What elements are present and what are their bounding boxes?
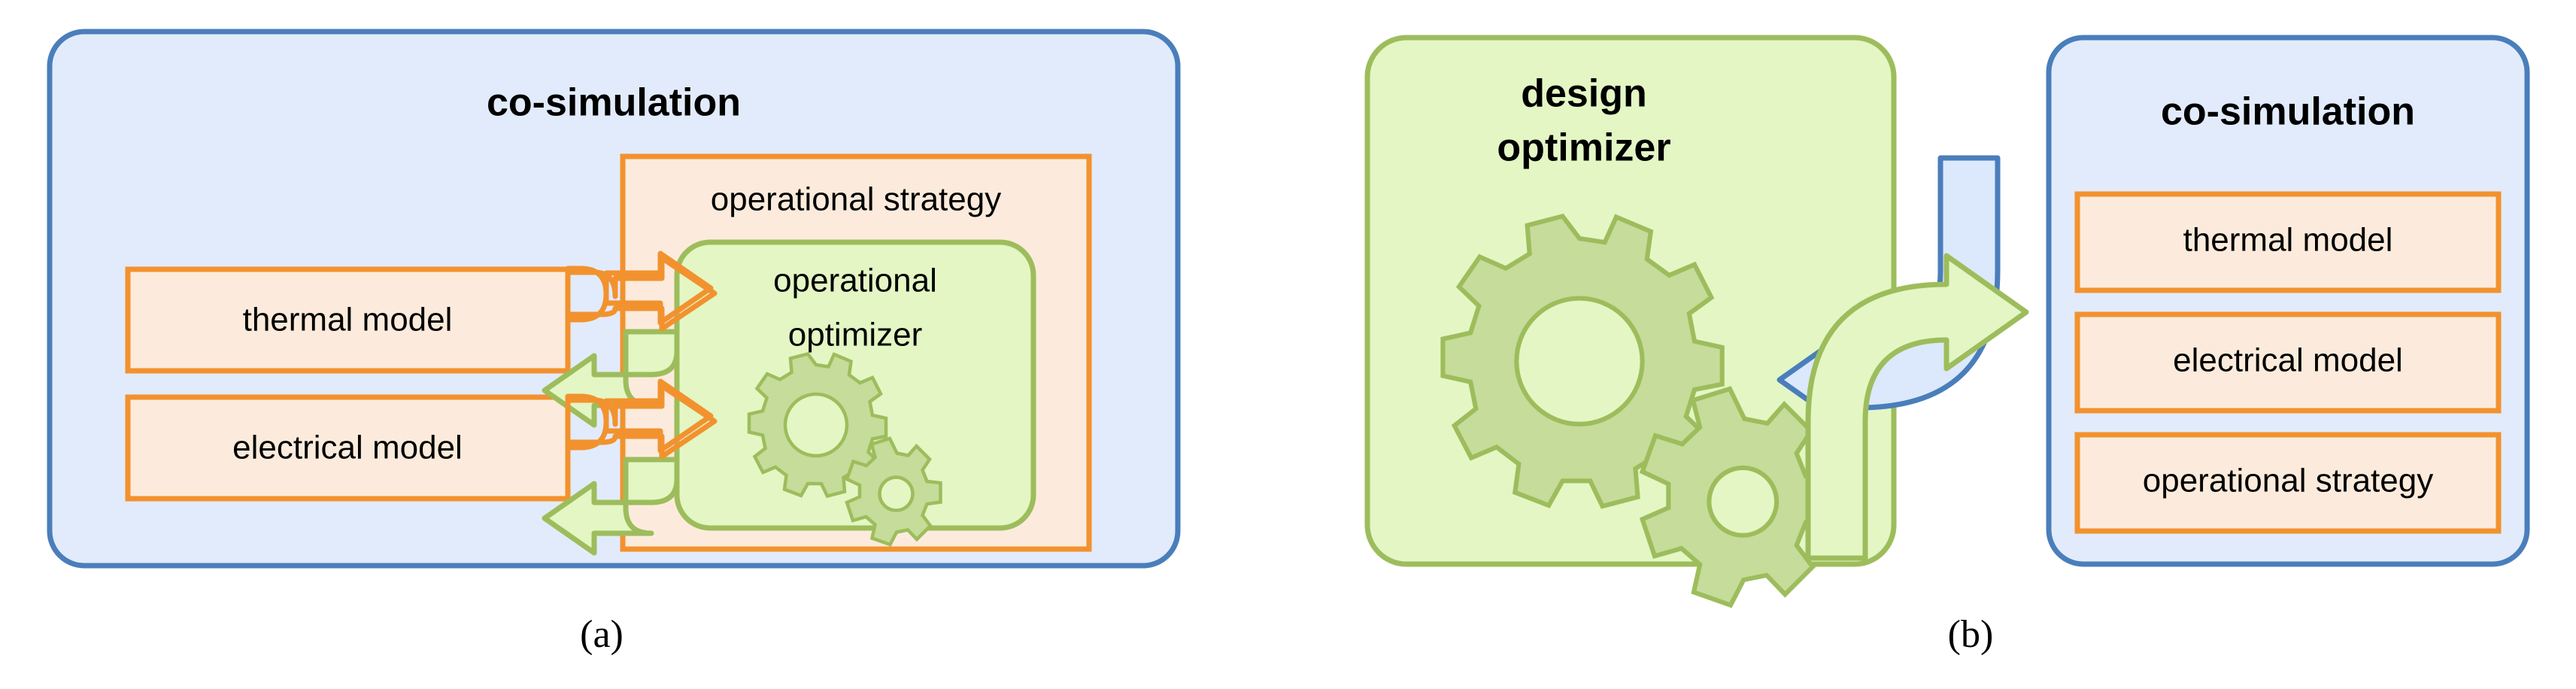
gear-large-hub [1514,296,1645,426]
panel-b-design-optimizer-title-line1: design [1521,72,1647,116]
panel-b: design optimizer co-simulation thermal m… [1364,35,2530,656]
panel-b-design-optimizer-title-line2: optimizer [1497,126,1670,170]
arrow-thermal-right-body [569,255,718,332]
panel-a-caption: (a) [580,613,624,656]
panel-a: co-simulation operational strategy opera… [47,29,1181,656]
panel-a-operational-optimizer-label-line2: optimizer [788,317,923,354]
panel-b-operational-strategy-label: operational strategy [2143,463,2433,499]
panel-b-thermal-model-box [2074,191,2502,293]
panel-b-thermal-model-label: thermal model [2183,222,2393,259]
gear-small-hub [878,475,915,512]
panel-a-thermal-model-box [125,266,571,374]
panel-b-operational-strategy-box [2074,432,2502,534]
panel-b-caption: (b) [1948,613,1994,656]
panel-a-arrow-bodies [569,255,718,460]
arrow-optimizer-to-electrical-icon [542,457,680,556]
panel-a-electrical-model-box [125,394,571,502]
panel-b-electrical-model-label: electrical model [2173,342,2403,379]
panel-a-electrical-model-label: electrical model [232,429,463,466]
panel-a-operational-optimizer-label-line1: operational [773,263,937,299]
gears-icon [747,351,942,547]
panel-b-electrical-model-box [2074,311,2502,414]
gear-large-hub [783,392,849,458]
arrow-design-to-cosimulation-icon[interactable] [1805,253,2029,561]
panel-a-thermal-model-label: thermal model [243,302,453,338]
gear-small-hub [1707,465,1780,538]
panel-b-cosimulation-title: co-simulation [2161,90,2415,134]
arrow-electrical-right-body [569,383,718,460]
panel-a-operational-strategy-label: operational strategy [711,181,1001,218]
gears-icon [1440,213,1836,609]
panel-a-cosimulation-title: co-simulation [487,81,741,125]
